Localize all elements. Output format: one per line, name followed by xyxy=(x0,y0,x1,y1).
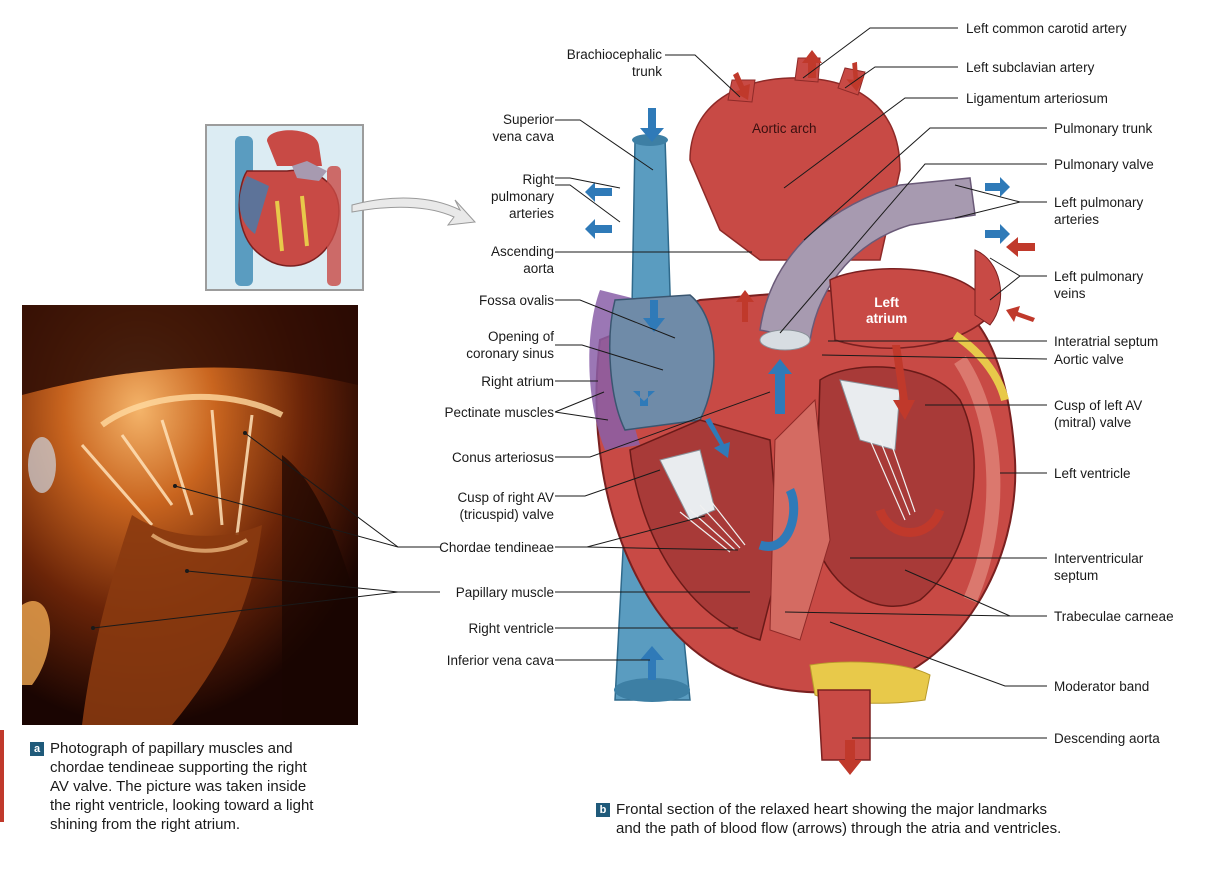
heart-section-illustration xyxy=(585,50,1035,775)
label-chordae-tendineae: Chordae tendineae xyxy=(439,540,554,555)
caption-a-badge: a xyxy=(30,742,44,756)
caption-b-badge: b xyxy=(596,803,610,817)
left-atrium-label: Left atrium xyxy=(866,295,908,326)
label-left-subclavian-artery: Left subclavian artery xyxy=(966,60,1095,75)
label-interatrial-septum: Interatrial septum xyxy=(1054,334,1159,349)
label-aortic-valve: Aortic valve xyxy=(1054,352,1124,367)
label-cusp-left-av-valve: Cusp of left AV(mitral) valve xyxy=(1054,398,1143,430)
aortic-arch-label: Aortic arch xyxy=(752,121,817,136)
label-trabeculae-carneae: Trabeculae carneae xyxy=(1054,609,1174,624)
papillary-photo xyxy=(22,305,358,725)
label-descending-aorta: Descending aorta xyxy=(1054,731,1160,746)
label-pulmonary-valve: Pulmonary valve xyxy=(1054,157,1154,172)
label-papillary-muscle: Papillary muscle xyxy=(455,585,554,600)
label-fossa-ovalis: Fossa ovalis xyxy=(478,293,554,308)
label-cusp-right-av-valve: Cusp of right AV(tricuspid) valve xyxy=(457,490,554,522)
label-moderator-band: Moderator band xyxy=(1054,679,1150,694)
pointer-arrow xyxy=(351,197,477,226)
label-conus-arteriosus: Conus arteriosus xyxy=(451,450,554,465)
label-right-atrium: Right atrium xyxy=(481,374,554,389)
label-inferior-vena-cava: Inferior vena cava xyxy=(446,653,554,668)
heart-thumbnail xyxy=(205,124,364,291)
label-left-common-carotid-artery: Left common carotid artery xyxy=(966,21,1127,36)
label-right-ventricle: Right ventricle xyxy=(468,621,554,636)
caption-accent-bar xyxy=(0,730,4,822)
label-pulmonary-trunk: Pulmonary trunk xyxy=(1054,121,1153,136)
label-pectinate-muscles: Pectinate muscles xyxy=(444,405,554,420)
label-left-ventricle: Left ventricle xyxy=(1054,466,1131,481)
label-ligamentum-arteriosum: Ligamentum arteriosum xyxy=(966,91,1108,106)
